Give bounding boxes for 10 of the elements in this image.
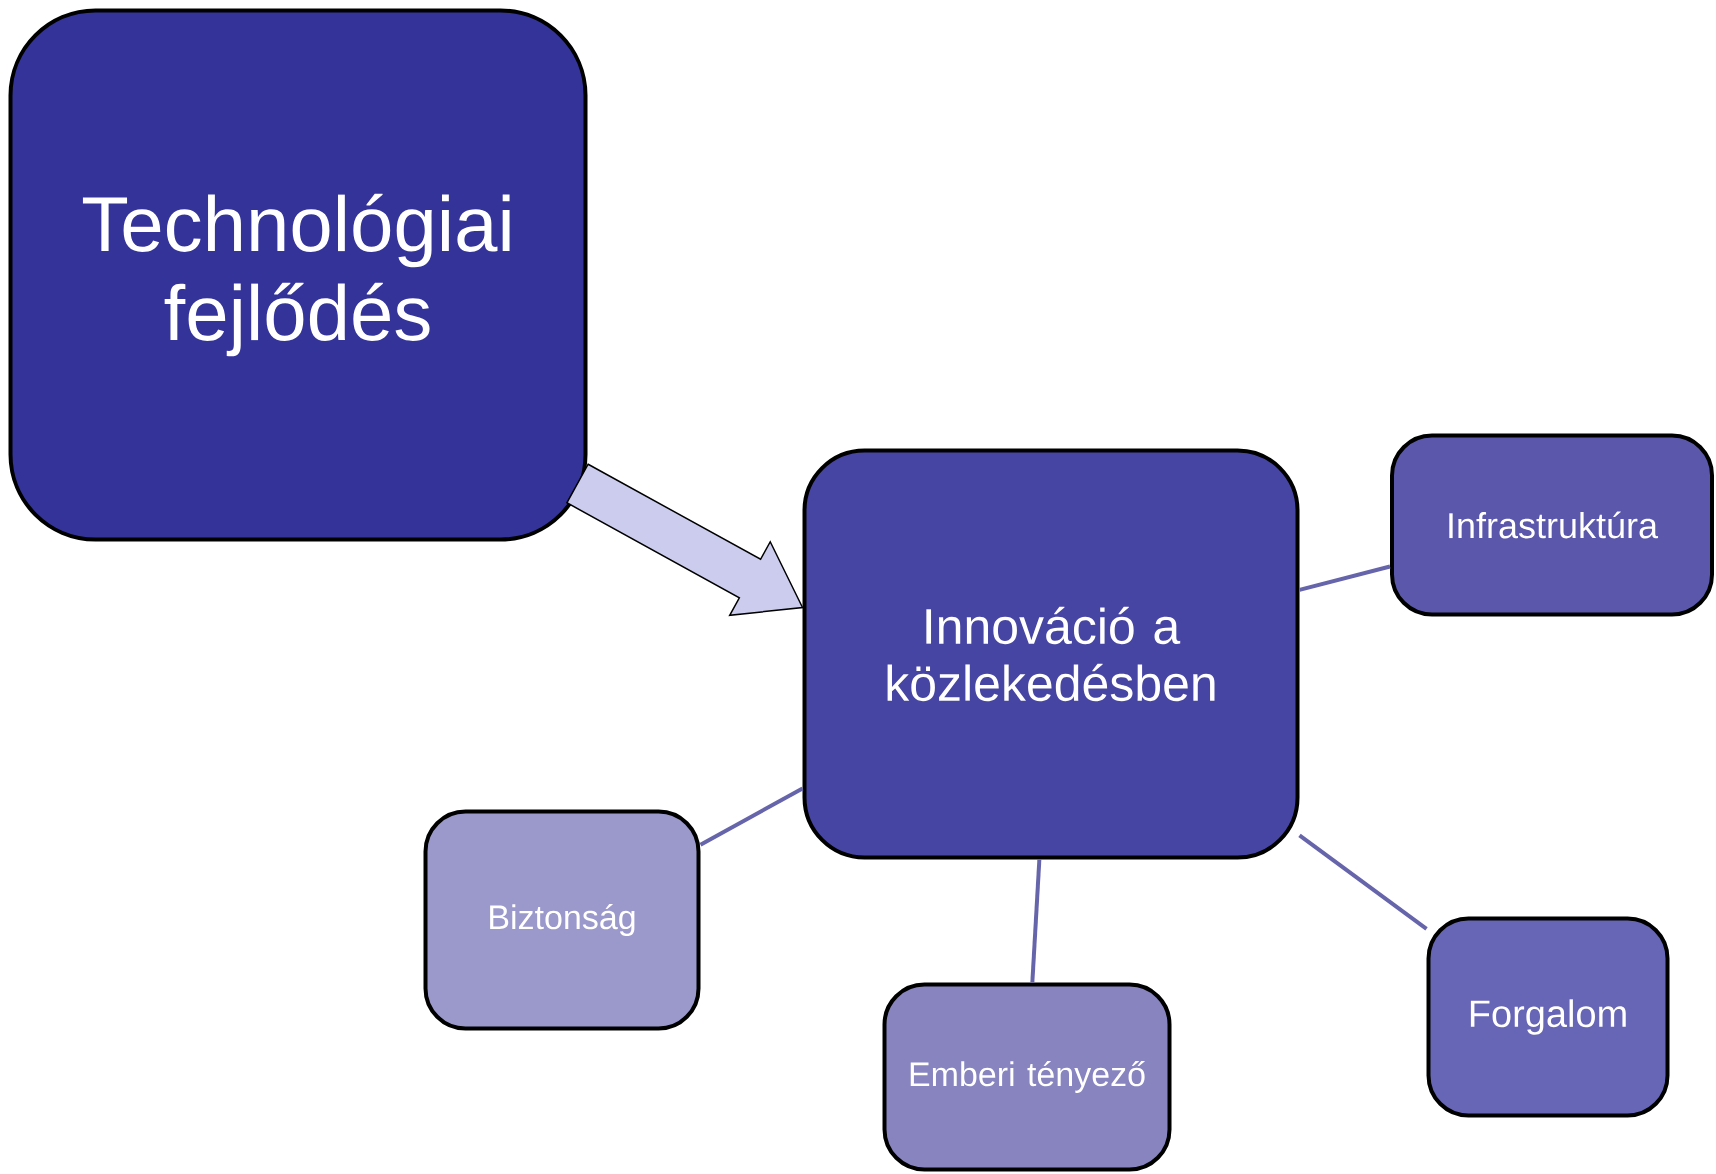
rounded-box: Innováció a közlekedésben [802, 448, 1300, 860]
connector-line [1298, 833, 1428, 931]
rounded-box: Biztonság [423, 809, 701, 1031]
rounded-box: Technológiai fejlődés [8, 8, 588, 542]
connector-line [1299, 564, 1391, 592]
rounded-box: Emberi tényező [882, 982, 1172, 1172]
rounded-box: Infrastruktúra [1390, 433, 1714, 617]
rounded-box: Forgalom [1426, 916, 1670, 1118]
connector-line [699, 786, 804, 847]
connector-line [1030, 859, 1042, 983]
